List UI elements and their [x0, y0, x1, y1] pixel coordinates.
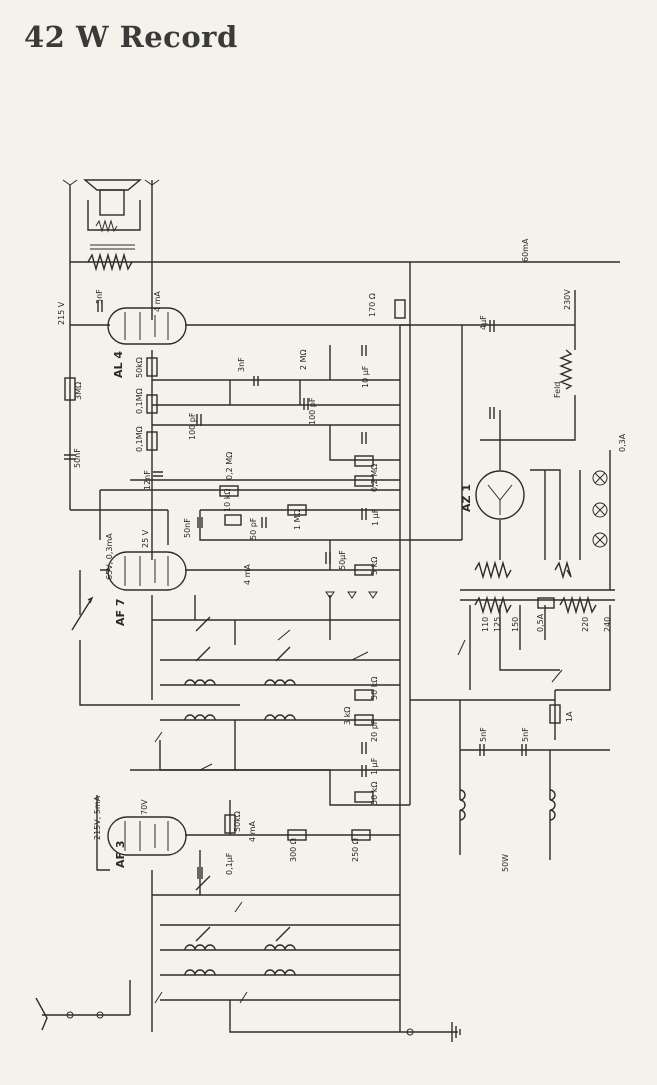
tube-az1: AZ 1	[460, 470, 525, 520]
label-02mohm-b: 0,2 MΩ	[370, 464, 379, 492]
label-25v: 25 V	[141, 529, 150, 548]
label-125: 125	[493, 617, 502, 632]
inductors	[184, 349, 597, 976]
label-feld: Feld	[553, 382, 562, 398]
passive-components	[64, 299, 561, 879]
label-50kohm-c: 50 kΩ	[370, 782, 379, 805]
label-150: 150	[511, 617, 520, 632]
label-01mohm-a: 0,1MΩ	[135, 388, 144, 414]
label-20pf: 20 pF	[370, 719, 379, 742]
label-3kohm: 3 kΩ	[343, 707, 352, 725]
label-1uf-b: 1 μF	[370, 757, 379, 775]
label-02mohm-a: 0,2 MΩ	[225, 452, 234, 480]
page-title: 42 W Record	[24, 20, 238, 54]
label-1uf-a: 1 μF	[371, 508, 380, 526]
label-50pf: 50 pF	[249, 517, 258, 540]
tube-label-al4: AL 4	[112, 351, 125, 378]
label-240: 240	[603, 617, 612, 632]
label-50kohm-al4: 50kΩ	[135, 357, 144, 378]
wiring	[42, 180, 620, 1033]
label-10uf: 10 μF	[361, 365, 370, 388]
label-50kohm-af3: 50kΩ	[233, 811, 242, 832]
label-65v: 65V, 0,3mA	[105, 533, 114, 580]
label-300ohm: 300 Ω	[289, 838, 298, 862]
label-100pf-a: 100 pF	[308, 397, 317, 425]
label-50nf-af7: 50nF	[183, 518, 192, 538]
label-2mohm-pot: 2 MΩ	[299, 349, 308, 370]
label-01uf: 0,1μF	[225, 852, 234, 875]
label-3mohm: 3MΩ	[74, 382, 83, 400]
label-3nf: 3nF	[237, 357, 246, 372]
label-10kohm: 10 kΩ	[223, 489, 232, 512]
label-05a: 0,5A	[536, 613, 545, 632]
tube-al4: AL 4	[107, 307, 187, 378]
label-01mohm-b: 0,1MΩ	[135, 426, 144, 452]
label-50kohm-b: 50 kΩ	[370, 677, 379, 700]
label-110: 110	[481, 617, 490, 632]
tube-af7: AF 7	[107, 551, 187, 626]
label-03a: 0,3A	[618, 433, 627, 452]
label-50w: 50W	[501, 854, 510, 872]
label-50nf: 50nF	[73, 448, 82, 468]
label-100pf-b: 100 pF	[188, 412, 197, 440]
component-labels: 215 V 4 mA 5nF 3MΩ 50nF 170 Ω 4μF 230V 6…	[57, 238, 627, 875]
label-170ohm: 170 Ω	[368, 293, 377, 317]
label-215v: 215 V	[57, 301, 66, 325]
label-4ma-af7: 4 mA	[243, 564, 252, 585]
label-4uf-top: 4μF	[479, 315, 488, 330]
label-250ohm: 250 Ω	[351, 838, 360, 862]
label-220: 220	[581, 617, 590, 632]
tube-af3: AF 3	[107, 816, 187, 868]
tube-label-af3: AF 3	[114, 840, 127, 868]
label-5kohm: 5 kΩ	[370, 557, 379, 575]
loudspeaker-icon	[62, 179, 160, 272]
label-5nf: 5nF	[95, 289, 104, 304]
label-12nf: 12nF	[143, 470, 152, 490]
label-5nf-b: 5nF	[521, 727, 530, 742]
label-1mohm: 1 MΩ	[293, 509, 302, 530]
label-50uf: 50μF	[338, 550, 347, 570]
label-60ma: 60mA	[521, 238, 530, 262]
label-1a: 1A	[565, 711, 574, 722]
label-4ma-af3: 4 mA	[248, 821, 257, 842]
label-5nf-a: 5nF	[479, 727, 488, 742]
label-70v: 70V	[140, 799, 149, 815]
label-215v-5ma: 215V, 5mA	[93, 795, 102, 840]
label-4ma: 4 mA	[153, 291, 162, 312]
misc-symbols	[35, 470, 608, 1042]
tube-label-az1: AZ 1	[460, 484, 473, 512]
tube-label-af7: AF 7	[114, 598, 127, 626]
label-230v: 230V	[563, 289, 572, 310]
